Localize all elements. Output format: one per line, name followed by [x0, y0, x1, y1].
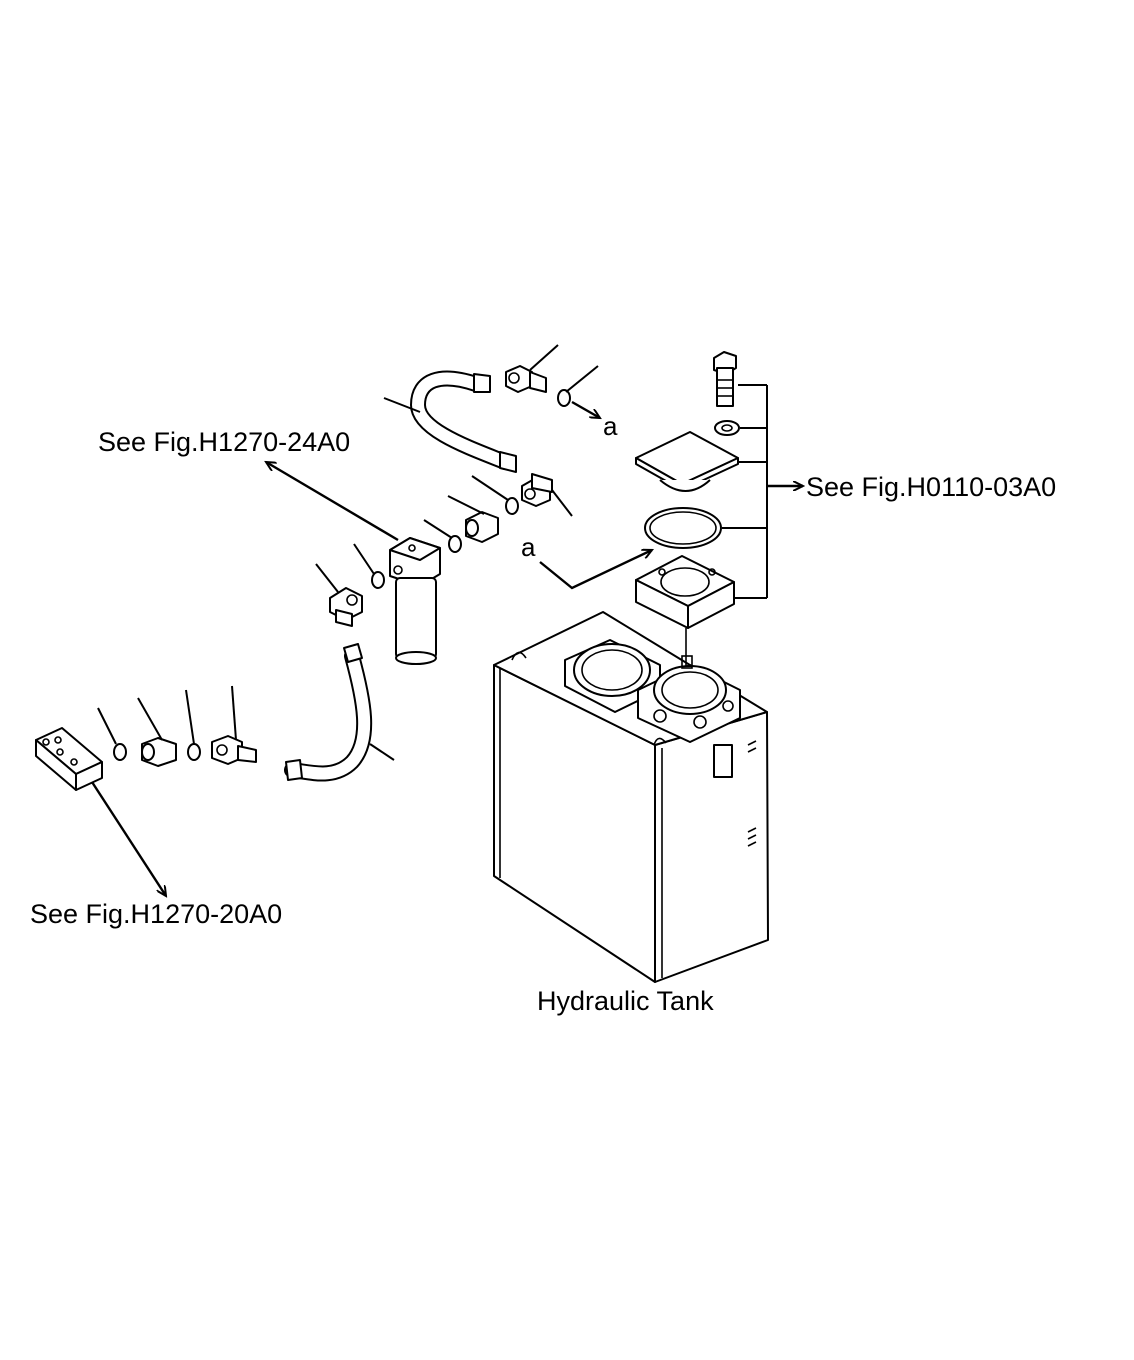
- lower-hose: [284, 643, 373, 782]
- cover-plate: [635, 431, 739, 492]
- o-ring-filter-in: [371, 571, 385, 589]
- washer: [714, 420, 740, 436]
- ref-label-a-top: a: [603, 411, 618, 441]
- o-ring: [644, 507, 722, 549]
- o-ring-top: [557, 389, 571, 407]
- elbow-fitting-mid: [521, 473, 553, 507]
- upper-hose: [409, 370, 517, 473]
- filter-assembly: [389, 537, 441, 665]
- valve-block: [35, 727, 103, 791]
- o-ring-mid-1: [505, 497, 519, 515]
- elbow-fitting-left: [211, 735, 257, 765]
- hydraulic-tank: [493, 611, 769, 983]
- see-fig-h1270-24a0: See Fig.H1270-24A0: [98, 427, 350, 457]
- o-ring-left: [187, 743, 201, 761]
- adapter-fitting: [465, 511, 499, 543]
- adapter-fitting-left: [141, 737, 177, 767]
- ref-label-a-mid: a: [521, 532, 536, 562]
- elbow-fitting-filter: [329, 587, 363, 627]
- see-fig-h0110-03a0: See Fig.H0110-03A0: [806, 472, 1056, 502]
- o-ring-mid-2: [448, 535, 462, 553]
- cover-assembly: [635, 351, 740, 666]
- o-ring-block: [113, 743, 127, 761]
- flange: [635, 555, 735, 629]
- elbow-fitting-top: [505, 365, 547, 393]
- hydraulic-tank-label: Hydraulic Tank: [537, 986, 714, 1016]
- cover-bracket-leader: [722, 384, 803, 599]
- bolt: [713, 351, 737, 407]
- see-fig-h1270-20a0: See Fig.H1270-20A0: [30, 899, 282, 929]
